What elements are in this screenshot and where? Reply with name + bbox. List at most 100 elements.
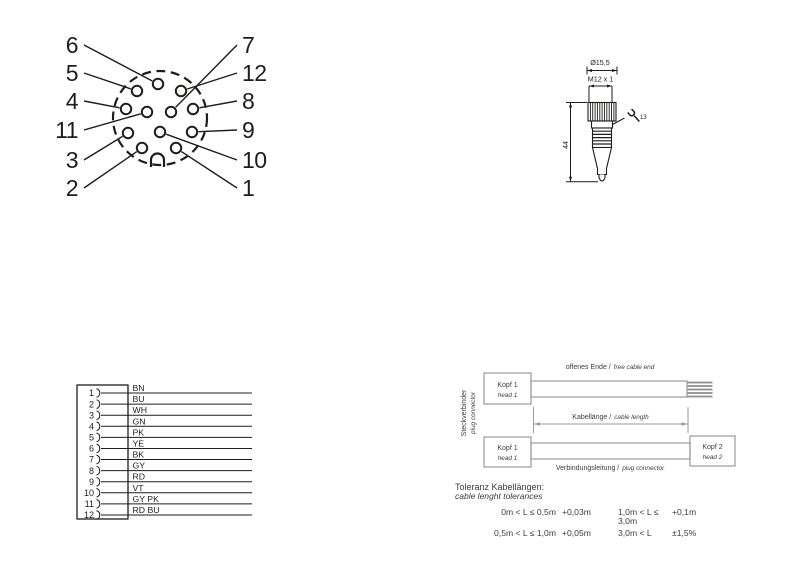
wire-color-label: GY PK [133, 494, 160, 504]
wire-pin-number: 9 [89, 477, 94, 487]
head2-box [689, 435, 736, 467]
keyway-notch [149, 152, 166, 167]
cable-top [530, 380, 688, 398]
tolerance-table: Toleranz Kabellängen: cable lenght toler… [455, 482, 715, 538]
wire-row: 1 BN [89, 383, 252, 398]
head1-box-bottom [483, 436, 532, 468]
head1-label-de: Kopf 1 [497, 445, 517, 452]
pin-9 [185, 125, 199, 139]
connector-housing-outline [76, 384, 129, 520]
wire-row: 4 GN [89, 416, 252, 432]
pin-2 [135, 141, 149, 155]
pin-6 [151, 77, 165, 91]
pin-label: 11 [55, 117, 78, 143]
wire-pin-number: 6 [89, 444, 94, 454]
wire-pin-number: 8 [89, 466, 94, 476]
wire-color-label: BU [133, 394, 145, 404]
pin-labels: 6 5 4 11 3 2 7 12 8 9 10 1 [55, 32, 267, 201]
head1-label-en: head 1 [498, 455, 518, 462]
head2-label-de: Kopf 2 [702, 444, 722, 451]
wire-color-label: VT [133, 483, 145, 493]
pin-label: 7 [242, 32, 254, 58]
pin-1 [169, 141, 183, 155]
wire-row: 8 GY [89, 461, 252, 476]
pin-11 [140, 105, 154, 119]
pin-7 [164, 105, 178, 119]
pin-5 [130, 84, 144, 98]
wire-pin-number: 1 [89, 388, 94, 398]
cable-exit-tip [598, 174, 606, 182]
pin-contacts [119, 77, 200, 155]
tolerance-value: +0,03m [562, 507, 591, 517]
connector-dimension-drawing: Ø15,5 M12 x 1 [561, 58, 647, 183]
cable-length-label: Kabellänge /cable length [572, 414, 649, 421]
wire-color-label: RD BU [133, 505, 160, 515]
free-cable-end-strands [687, 381, 713, 398]
wire-row: 3 WH [89, 405, 252, 420]
wrench-icon [627, 108, 640, 123]
thread-dimension-lines [588, 84, 613, 102]
diameter-dimension: Ø15,5 [590, 58, 610, 67]
wire-row: 6 YE [89, 439, 252, 454]
tolerance-value: +0,05m [562, 528, 591, 538]
connector-side-label-en: plug connector [470, 391, 477, 435]
wire-color-label: YE [133, 439, 145, 449]
wire-color-label: BN [133, 383, 145, 393]
length-dimension: 44 [561, 141, 570, 149]
head1-label-en: head 1 [498, 392, 518, 399]
wire-color-label: GN [133, 416, 146, 426]
wire-pin-number: 3 [89, 410, 94, 420]
pin-label: 6 [66, 32, 78, 58]
wire-color-label: WH [133, 405, 147, 415]
wire-row: 2 BU [89, 394, 252, 409]
wire-color-table: 1 BN 2 BU 3 WH 4 GN [76, 383, 252, 520]
wrench-size-label: 13 [640, 115, 647, 121]
tolerance-title-en: cable lenght tolerances [455, 491, 543, 501]
pin-label: 1 [242, 175, 254, 201]
wire-pin-number: 5 [89, 433, 94, 443]
pin-leader-lines [83, 44, 238, 189]
wrench-leader-line [612, 117, 625, 125]
pin-label: 3 [66, 147, 78, 173]
wire-pin-number: 4 [89, 422, 94, 432]
connector-body [587, 101, 617, 182]
tolerance-title-de: Toleranz Kabellängen: [455, 482, 545, 492]
tolerance-range: 1,0m < L ≤ 3,0m [618, 507, 659, 526]
cable-bottom [530, 442, 691, 460]
pin-label: 2 [66, 175, 78, 201]
length-dimension-lines [566, 102, 598, 183]
head1-box-top [483, 372, 532, 405]
pin-12 [174, 84, 188, 98]
wire-rows: 1 BN 2 BU 3 WH 4 GN [84, 383, 252, 520]
pin-label: 12 [242, 60, 267, 86]
tolerance-range: 3,0m < L [618, 528, 652, 538]
body-ribs [593, 130, 612, 145]
head1-label-de: Kopf 1 [497, 382, 517, 389]
diameter-dimension-lines [586, 66, 618, 75]
knurl-ribs [589, 102, 615, 121]
pin-label: 5 [66, 60, 78, 86]
head2-label-en: head 2 [703, 454, 723, 461]
tolerance-value: ±1,5% [672, 528, 697, 538]
wire-pin-number: 10 [84, 488, 94, 498]
wire-row: 7 BK [89, 450, 252, 465]
tolerance-range: 0,5m < L ≤ 1,0m [494, 528, 556, 538]
wire-color-label: GY [133, 461, 146, 471]
pin-label: 4 [66, 88, 79, 114]
pin-8 [186, 102, 200, 116]
wire-row: 10 VT [84, 483, 252, 498]
pinout-face-view: 6 5 4 11 3 2 7 12 8 9 10 1 [55, 32, 267, 201]
wire-pin-number: 2 [89, 399, 94, 409]
cable-configuration-diagram: Steckverbinder plug connector offenes En… [461, 364, 736, 472]
wire-pin-number: 7 [89, 455, 94, 465]
wire-row: 9 RD [89, 472, 252, 487]
tolerance-range: 0m < L ≤ 0,5m [501, 507, 556, 517]
wire-row: 11 GY PK [85, 494, 252, 509]
pin-label: 9 [242, 117, 254, 143]
tolerance-value: +0,1m [672, 507, 697, 517]
wire-pin-number: 12 [84, 510, 94, 520]
pin-10 [153, 125, 167, 139]
wire-row: 12 RD BU [84, 505, 252, 520]
thread-dimension: M12 x 1 [588, 75, 614, 84]
